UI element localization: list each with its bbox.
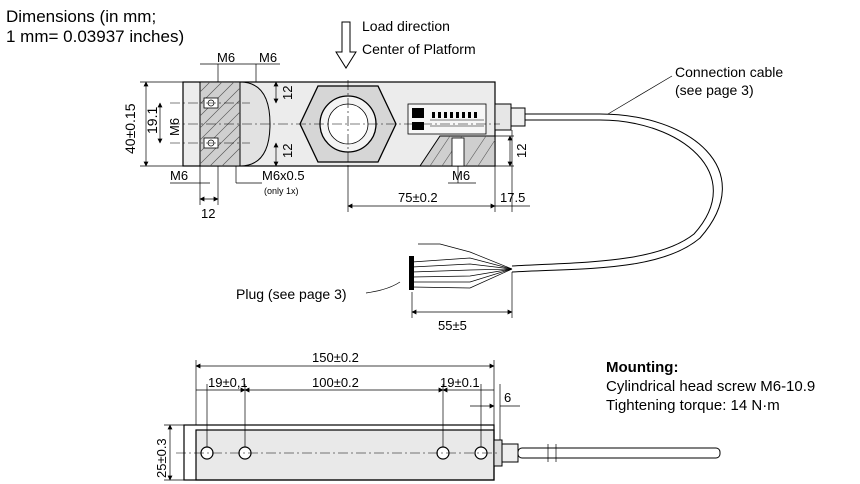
dimensions-title-line1: Dimensions (in mm; [6, 7, 156, 26]
dim-55-line [411, 272, 513, 318]
plug-leader [365, 281, 401, 294]
m6-bottom-left-label: M6 [170, 168, 188, 183]
dim-150-label: 150±0.2 [312, 350, 359, 365]
dim-100-label: 100±0.2 [312, 375, 359, 390]
m6-right-label: M6 [452, 168, 470, 183]
connection-cable-label-1: Connection cable [675, 64, 783, 80]
dim-12-right-label: 12 [514, 144, 529, 158]
dim-6-label: 6 [504, 390, 511, 405]
side-view-body [183, 424, 721, 481]
dimensions-title-line2: 1 mm= 0.03937 inches) [6, 27, 184, 46]
dim-12-right-line [495, 135, 514, 167]
side-view-dims [164, 360, 520, 481]
m6-top-left-label: M6 [217, 50, 235, 65]
dim-75-label: 75±0.2 [398, 190, 438, 205]
connection-cable-leader [607, 75, 673, 115]
dim-40-label: 40±0.15 [122, 103, 138, 154]
connection-cable-label-2: (see page 3) [675, 82, 754, 98]
dim-12-bottom-label: 12 [201, 206, 215, 221]
center-platform-label: Center of Platform [362, 41, 476, 57]
dim-12-upper-label: 12 [280, 86, 295, 100]
connection-cable-upper [511, 113, 723, 273]
dim-17-5-label: 17.5 [500, 190, 525, 205]
bottom-left-leaders [170, 166, 262, 205]
m6-side-label: M6 [167, 118, 182, 136]
dim-40-line [140, 81, 183, 167]
mounting-screw: Cylindrical head screw M6-10.9 [606, 378, 815, 395]
m6-top-leaders [200, 63, 280, 82]
dim-19-left-label: 19±0,1 [208, 375, 248, 390]
m6-top-right-label: M6 [259, 50, 277, 65]
mounting-torque: Tightening torque: 14 N·m [606, 397, 780, 414]
dim-25-label: 25±0.3 [154, 438, 169, 478]
dim-12-lower-label: 12 [280, 144, 295, 158]
only-1x-label: (only 1x) [264, 186, 299, 196]
connection-cable-lower [511, 119, 714, 267]
dim-19-1-label: 19.1 [144, 107, 160, 134]
m6x05-label: M6x0.5 [262, 168, 305, 183]
plug-label: Plug (see page 3) [236, 286, 347, 302]
load-direction-arrow [335, 21, 357, 69]
load-direction-label: Load direction [362, 18, 450, 34]
dim-55-label: 55±5 [438, 318, 467, 333]
plug-wires [409, 243, 513, 290]
mounting-title: Mounting: [606, 359, 678, 376]
dim-19-right-label: 19±0.1 [440, 375, 480, 390]
